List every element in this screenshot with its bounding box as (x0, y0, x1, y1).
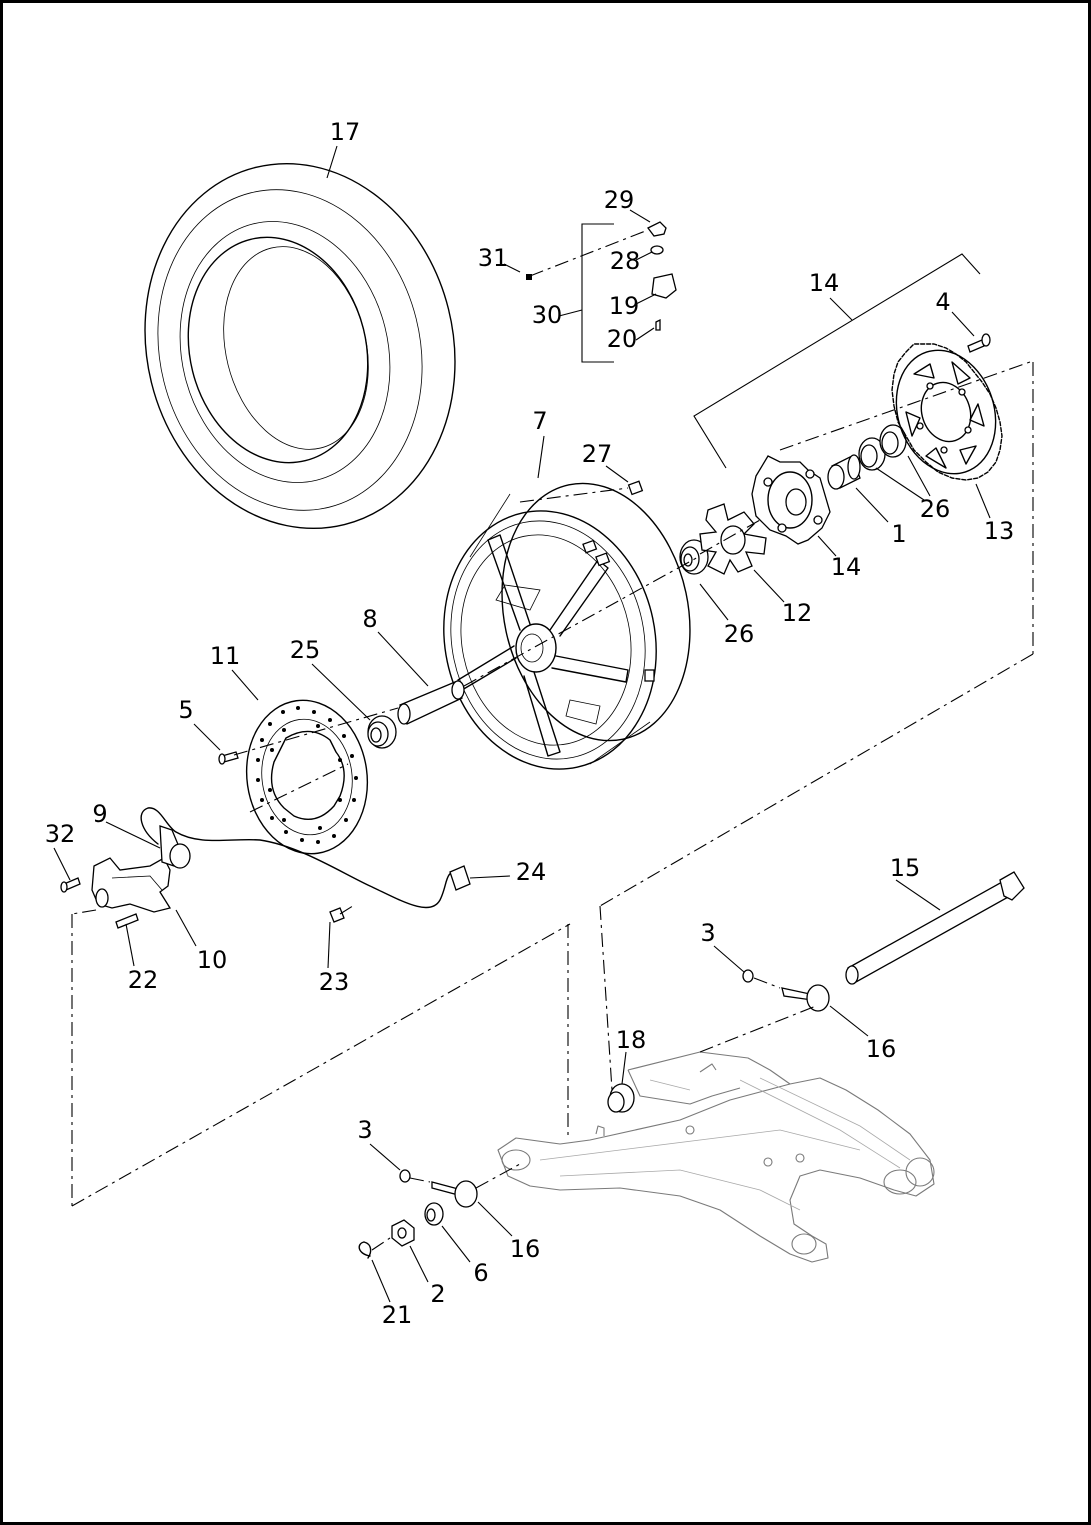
axis-lines (71, 229, 1034, 1251)
callout-26-upper: 26 (920, 495, 951, 523)
bearing-left-part (367, 715, 397, 749)
adjuster-lower-part (358, 1169, 478, 1259)
bolt-32-part (60, 877, 81, 893)
callout-19: 19 (609, 292, 640, 320)
leader-lines (53, 145, 991, 1303)
callout-28: 28 (610, 247, 641, 275)
callout-18: 18 (616, 1026, 647, 1054)
cush-drive-part (699, 503, 767, 575)
group-brackets (581, 223, 981, 469)
disc-screw-part (218, 751, 239, 765)
callout-15: 15 (890, 854, 921, 882)
callout-11: 11 (210, 642, 241, 670)
callout-29: 29 (604, 186, 635, 214)
callout-32: 32 (45, 820, 76, 848)
callout-14-upper: 14 (809, 269, 840, 297)
axle-part (845, 871, 1025, 985)
sprocket-bolt-part (967, 333, 991, 353)
adjuster-upper-part (742, 969, 830, 1012)
caliper-bracket-part (91, 857, 172, 913)
callout-13: 13 (984, 517, 1015, 545)
brake-disc-part (245, 699, 369, 855)
spacer-part (397, 680, 465, 725)
callout-9: 9 (92, 800, 107, 828)
callout-20: 20 (607, 325, 638, 353)
sprocket-part (891, 343, 1003, 481)
callout-1: 1 (891, 520, 906, 548)
bearing-26-upper-part (858, 424, 907, 471)
callout-6: 6 (473, 1259, 488, 1287)
callout-25: 25 (290, 636, 321, 664)
callout-3-lower: 3 (357, 1116, 372, 1144)
wheel-part (443, 482, 691, 770)
callout-5: 5 (178, 696, 193, 724)
callout-30: 30 (532, 301, 563, 329)
callout-27: 27 (582, 440, 613, 468)
callout-23: 23 (319, 968, 350, 996)
callout-26-lower: 26 (724, 620, 755, 648)
callout-10: 10 (197, 946, 228, 974)
callout-16-upper: 16 (866, 1035, 897, 1063)
pin-22-part (115, 913, 139, 929)
wheel-weight-part (627, 480, 644, 496)
sprocket-carrier-part (751, 455, 831, 545)
sensor-kit-parts (526, 221, 677, 331)
callout-3-upper: 3 (700, 919, 715, 947)
callout-14-lower: 14 (831, 553, 862, 581)
callout-12: 12 (782, 599, 813, 627)
tire-part (144, 162, 456, 530)
callout-31: 31 (478, 244, 509, 272)
bush-part (827, 454, 861, 490)
callout-24: 24 (516, 858, 547, 886)
callout-labels: 17 29 31 28 30 19 20 14 4 7 27 26 1 13 1… (45, 118, 1015, 1329)
callout-22: 22 (128, 966, 159, 994)
callout-21: 21 (382, 1301, 413, 1329)
callout-7: 7 (532, 407, 547, 435)
bearing-26-lower-part (679, 539, 709, 575)
callout-2: 2 (430, 1280, 445, 1308)
callout-4: 4 (935, 288, 950, 316)
callout-16-lower: 16 (510, 1235, 541, 1263)
callout-17: 17 (330, 118, 361, 146)
callout-8: 8 (362, 605, 377, 633)
swingarm-part (497, 1051, 935, 1263)
speed-sensor-part (140, 807, 471, 923)
swingarm-bush-part (607, 1083, 635, 1113)
